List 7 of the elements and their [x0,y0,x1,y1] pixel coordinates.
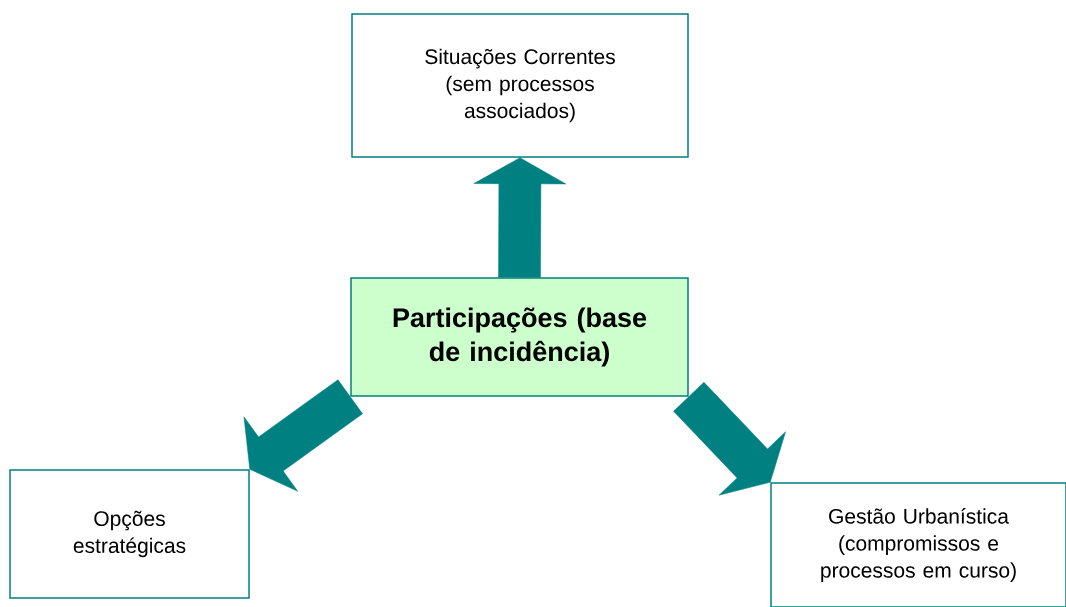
process-box: Opções estratégicas [9,469,250,599]
block-arrow [673,382,786,496]
block-arrow [473,157,567,278]
process-box: Participações (base de incidência) [350,277,689,397]
process-box: Situações Correntes (sem processos associados) [351,13,689,158]
process-box: Gestão Urbanística (compromissos e processos em curso) [770,482,1066,607]
block-arrow [243,379,363,492]
